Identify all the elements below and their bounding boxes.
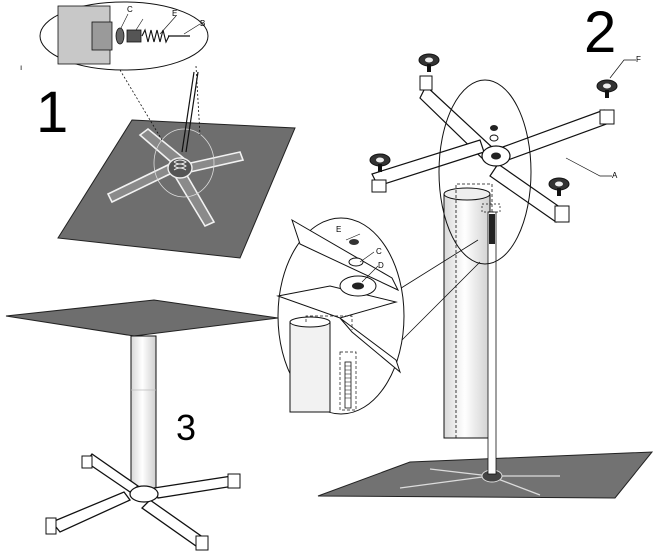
step1-tabletop — [57, 119, 296, 259]
step2-hub-callout — [438, 79, 532, 265]
step3-pole — [130, 335, 157, 497]
step-number-2: 2 — [584, 0, 617, 65]
part-label-f: F — [636, 55, 641, 64]
stray-mark: ı — [20, 63, 23, 72]
step1-group — [39, 1, 296, 259]
step3-tabletop — [5, 299, 279, 337]
step3-cross-base — [50, 453, 235, 547]
part-label-e-step1: E — [172, 9, 178, 18]
step2-pole — [443, 193, 491, 439]
step2-group — [276, 53, 654, 499]
step2-feet — [369, 53, 618, 196]
part-label-e-step2: E — [336, 225, 342, 234]
step-number-1: 1 — [36, 80, 69, 145]
step-number-3: 3 — [176, 407, 197, 448]
step1-cross-base — [106, 127, 245, 228]
part-label-c-step2: C — [376, 247, 382, 256]
part-label-a: A — [612, 171, 618, 180]
part-label-c-step1: C — [127, 5, 133, 14]
step1-spring — [173, 159, 187, 171]
part-label-d: D — [378, 261, 384, 270]
part-label-b: B — [200, 19, 206, 28]
step3-group — [5, 299, 279, 551]
